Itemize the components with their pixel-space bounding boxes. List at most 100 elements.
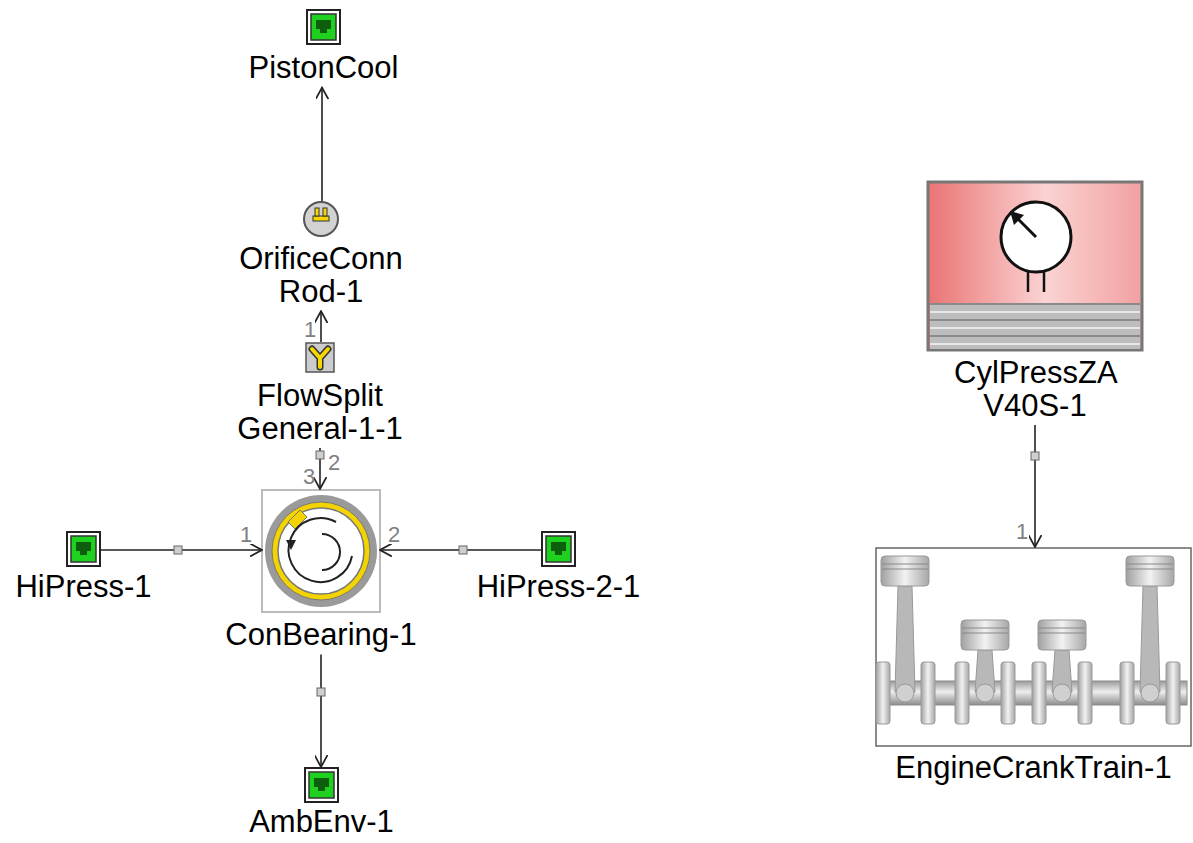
terminal-icon — [305, 768, 338, 802]
link-junction — [317, 688, 325, 696]
label-word: AmbEnv-1 — [249, 804, 394, 839]
icon-area — [305, 768, 338, 802]
flowsplit-icon — [306, 343, 334, 372]
cylinder-body — [928, 182, 1142, 350]
piston — [1038, 620, 1086, 702]
terminal-fill — [546, 536, 571, 562]
oil-hole-tab — [288, 510, 307, 529]
cylinder-node: CylPressZA V40S-1 — [928, 182, 1142, 422]
flow-connector — [1034, 425, 1036, 547]
piston — [961, 620, 1009, 702]
terminal-icon — [67, 532, 100, 566]
rotation-head — [286, 540, 296, 550]
gauge-leg — [1043, 272, 1046, 292]
ring-line — [930, 327, 1140, 329]
piston-ring — [1127, 564, 1173, 565]
bearing-journal — [278, 508, 364, 594]
boundary-node: HiPress-2-1 — [477, 532, 641, 604]
crank-train-node: EngineCrankTrain-1 — [876, 548, 1191, 785]
ring-line — [930, 311, 1140, 313]
link-junction — [316, 451, 324, 459]
node-label: HiPress-2-1 — [477, 571, 641, 604]
gauge-dial — [1001, 202, 1071, 272]
node-label: AmbEnv-1 — [249, 806, 394, 839]
terminal-fill — [71, 536, 96, 562]
ring-line — [930, 335, 1140, 337]
orifice-node: OrificeConn Rod-1 — [239, 202, 403, 308]
ring-line — [930, 303, 1140, 305]
flowsplit-node: FlowSplit General-1-1 — [237, 343, 402, 445]
piston-ring — [882, 564, 928, 565]
crank-train-frame — [876, 548, 1191, 746]
terminal-frame — [305, 768, 338, 802]
icon-area — [304, 202, 338, 236]
icon-area — [542, 532, 575, 566]
port-number: 2 — [388, 524, 400, 546]
orifice-post — [323, 208, 327, 216]
label-word: EngineCrankTrain-1 — [895, 750, 1171, 785]
flowsplit-box — [306, 343, 334, 372]
orifice-post — [315, 208, 319, 216]
bearing-node: ConBearing-1 — [225, 490, 416, 652]
flow-connector — [320, 655, 322, 767]
icon-area — [928, 182, 1142, 350]
crank-train-icon — [876, 548, 1191, 746]
cylinder-icon — [928, 182, 1142, 350]
ring-line — [930, 319, 1140, 321]
node-label: OrificeConn Rod-1 — [239, 243, 403, 308]
terminal-icon — [307, 10, 340, 44]
bearing-icon — [262, 490, 380, 612]
crank-pin — [1053, 684, 1071, 702]
crank-pin — [976, 684, 994, 702]
rotation-arc — [289, 518, 352, 582]
piston-crown — [1038, 620, 1086, 650]
boundary-node: PistonCool — [249, 10, 399, 85]
crank-pin — [1141, 684, 1159, 702]
gauge-leg — [1027, 272, 1030, 292]
piston-ring — [962, 633, 1008, 634]
piston-rings — [930, 304, 1140, 349]
crank-pin — [896, 684, 914, 702]
piston-ring — [882, 569, 928, 570]
piston-ring — [1039, 628, 1085, 629]
crank-web — [1078, 662, 1092, 724]
node-label: FlowSplit General-1-1 — [237, 380, 402, 445]
label-word: General-1-1 — [237, 411, 402, 446]
bearing-shell — [272, 502, 370, 600]
crank-web — [876, 662, 890, 724]
label-word: CylPressZA — [954, 355, 1116, 390]
piston — [1126, 556, 1174, 702]
connecting-rod — [1140, 586, 1160, 692]
orifice-plate — [313, 216, 329, 221]
piston-crown — [961, 620, 1009, 650]
crank-throws — [876, 662, 1180, 724]
label-word: PistonCool — [249, 50, 399, 85]
gauge-needle-head — [1010, 211, 1024, 225]
split-symbol — [312, 349, 328, 367]
icon-area — [876, 548, 1191, 746]
terminal-frame — [542, 532, 575, 566]
label-word: HiPress-1 — [15, 569, 151, 604]
port-number: 1 — [304, 319, 316, 341]
bearing-housing — [265, 495, 377, 607]
boundary-node: AmbEnv-1 — [249, 768, 394, 839]
node-label: EngineCrankTrain-1 — [895, 752, 1171, 785]
icon-area — [307, 10, 340, 44]
terminal-frame — [307, 10, 340, 44]
terminal-plug — [316, 20, 331, 33]
bearing-frame — [262, 490, 380, 612]
terminal-fill — [309, 772, 334, 798]
label-word: OrificeConn — [239, 241, 403, 276]
label-word: HiPress-2-1 — [477, 569, 641, 604]
link-junction — [174, 546, 182, 554]
flow-connector — [321, 88, 323, 201]
piston-ring — [962, 628, 1008, 629]
crank-web — [955, 662, 969, 724]
node-label: CylPressZA V40S-1 — [954, 357, 1116, 422]
icon-area — [67, 532, 100, 566]
label-word: V40S-1 — [983, 388, 1086, 423]
port-number: 2 — [328, 452, 340, 474]
node-label: HiPress-1 — [15, 571, 151, 604]
